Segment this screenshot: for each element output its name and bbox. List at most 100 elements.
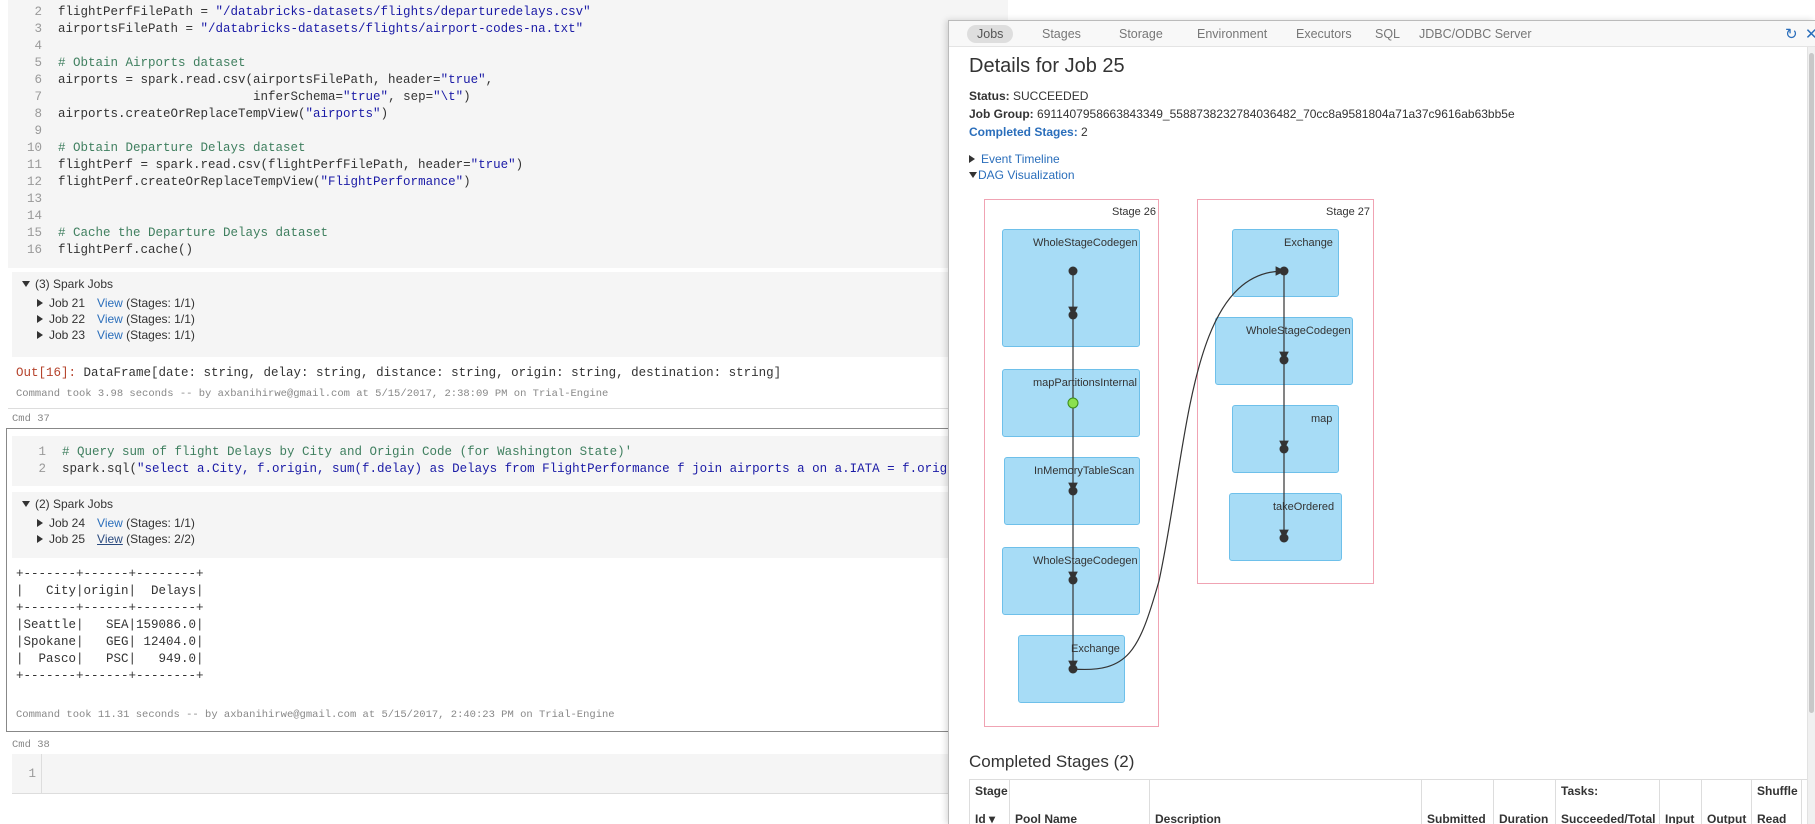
dag-edges (1067, 266, 1289, 674)
caret-right-icon[interactable] (37, 315, 43, 323)
completed-stages-count[interactable]: Completed Stages: 2 (969, 125, 1088, 139)
col-description[interactable]: Description (1149, 780, 1421, 824)
result-table-line: | Pasco| PSC| 949.0| (16, 652, 204, 666)
refresh-icon[interactable]: ↻ (1785, 26, 1798, 43)
tab-storage[interactable]: Storage (1119, 27, 1163, 41)
view-job-link[interactable]: View (97, 328, 123, 342)
caret-right-icon (969, 155, 975, 163)
code-line[interactable]: 7 inferSchema="true", sep="\t") (8, 89, 470, 106)
col-output[interactable]: Output (1701, 780, 1751, 824)
code-line[interactable]: 9 (8, 123, 58, 140)
tab-jobs[interactable]: Jobs (967, 25, 1014, 43)
code-token: ) (515, 158, 524, 172)
caret-right-icon[interactable] (37, 299, 43, 307)
result-table-line: +-------+------+--------+ (16, 567, 204, 581)
tab-executors[interactable]: Executors (1296, 27, 1352, 41)
code-line[interactable]: 4 (8, 38, 58, 55)
code-line[interactable]: 10# Obtain Departure Delays dataset (8, 140, 306, 157)
dag-visualization-toggle[interactable]: DAG Visualization (969, 168, 1075, 182)
dag-node (1279, 355, 1289, 365)
dag-node (1068, 575, 1078, 585)
view-job-link[interactable]: View (97, 532, 123, 546)
code-token: "\t" (433, 90, 464, 104)
line-number: 5 (34, 56, 42, 70)
code-line[interactable]: 15# Cache the Departure Delays dataset (8, 225, 328, 242)
caret-right-icon[interactable] (37, 535, 43, 543)
tab-stages[interactable]: Stages (1042, 27, 1081, 41)
col-input[interactable]: Input (1659, 780, 1701, 824)
op-label: Exchange (1284, 237, 1333, 249)
result-table-line: |Seattle| SEA|159086.0| (16, 618, 204, 632)
scrollbar-thumb[interactable] (1809, 53, 1814, 713)
scrollbar[interactable] (1807, 47, 1815, 824)
line-number: 3 (34, 22, 42, 36)
completed-stages-title: Completed Stages (2) (969, 752, 1135, 771)
dag-node (1068, 486, 1078, 496)
tab-jdbc-odbc-server[interactable]: JDBC/ODBC Server (1419, 27, 1532, 41)
caret-down-icon (969, 172, 977, 178)
output-line: Out[16]: DataFrame[date: string, delay: … (16, 366, 782, 380)
caret-right-icon[interactable] (37, 519, 43, 527)
job-label: Job 21 (49, 296, 86, 310)
col-duration[interactable]: Duration (1493, 780, 1555, 824)
col-tasks[interactable]: Tasks:Succeeded/Total (1555, 780, 1659, 824)
col-submitted[interactable]: Submitted (1421, 780, 1493, 824)
op-takeordered[interactable] (1229, 493, 1342, 561)
line-number: 13 (26, 192, 42, 206)
spark-jobs-toggle-2[interactable]: (2) Spark Jobs (22, 497, 113, 511)
line-number: 7 (34, 90, 42, 104)
line-number: 16 (26, 243, 42, 257)
event-timeline-toggle[interactable]: Event Timeline (969, 152, 1060, 166)
stage-27-label: Stage 27 (1326, 206, 1371, 218)
line-number: 9 (34, 124, 42, 138)
dag-node (1068, 266, 1078, 276)
line-number: 2 (38, 462, 46, 476)
code-token: flightPerf = spark.read.csv(flightPerfFi… (58, 158, 471, 172)
code-token: "FlightPerformance" (320, 175, 464, 189)
caret-right-icon[interactable] (37, 331, 43, 339)
op-label: InMemoryTableScan (1034, 465, 1135, 477)
op-label: WholeStageCodegen (1033, 237, 1138, 249)
spark-jobs-toggle-1[interactable]: (3) Spark Jobs (22, 277, 113, 291)
op-wholestagecodegen[interactable] (1002, 229, 1140, 347)
code-cell-3[interactable] (12, 754, 1008, 794)
dag-edge (1072, 266, 1286, 671)
code-line[interactable]: 14 (8, 208, 58, 225)
code-token: "/databricks-datasets/flights/departured… (215, 5, 591, 19)
dag-node (1279, 444, 1289, 454)
view-job-link[interactable]: View (97, 312, 123, 326)
view-job-link[interactable]: View (97, 516, 123, 530)
view-job-link[interactable]: View (97, 296, 123, 310)
close-icon[interactable]: ✕ (1805, 25, 1815, 43)
op-map[interactable] (1232, 405, 1339, 473)
tab-environment[interactable]: Environment (1197, 27, 1268, 41)
code-line[interactable]: 13 (8, 191, 58, 208)
code-editor-2[interactable] (12, 436, 1008, 486)
code-line[interactable]: 5# Obtain Airports dataset (8, 55, 245, 72)
tab-sql[interactable]: SQL (1375, 27, 1401, 41)
code-cell-1[interactable] (8, 0, 1008, 268)
code-token: ) (380, 107, 389, 121)
job-stages: (Stages: 1/1) (122, 328, 195, 342)
stage-26-label: Stage 26 (1112, 206, 1157, 218)
col-pool-name[interactable]: Pool Name (1009, 780, 1149, 824)
job-stages: (Stages: 1/1) (122, 312, 195, 326)
op-exchange-2[interactable] (1232, 229, 1339, 297)
code-line[interactable]: 1# Query sum of flight Delays by City an… (12, 444, 632, 461)
